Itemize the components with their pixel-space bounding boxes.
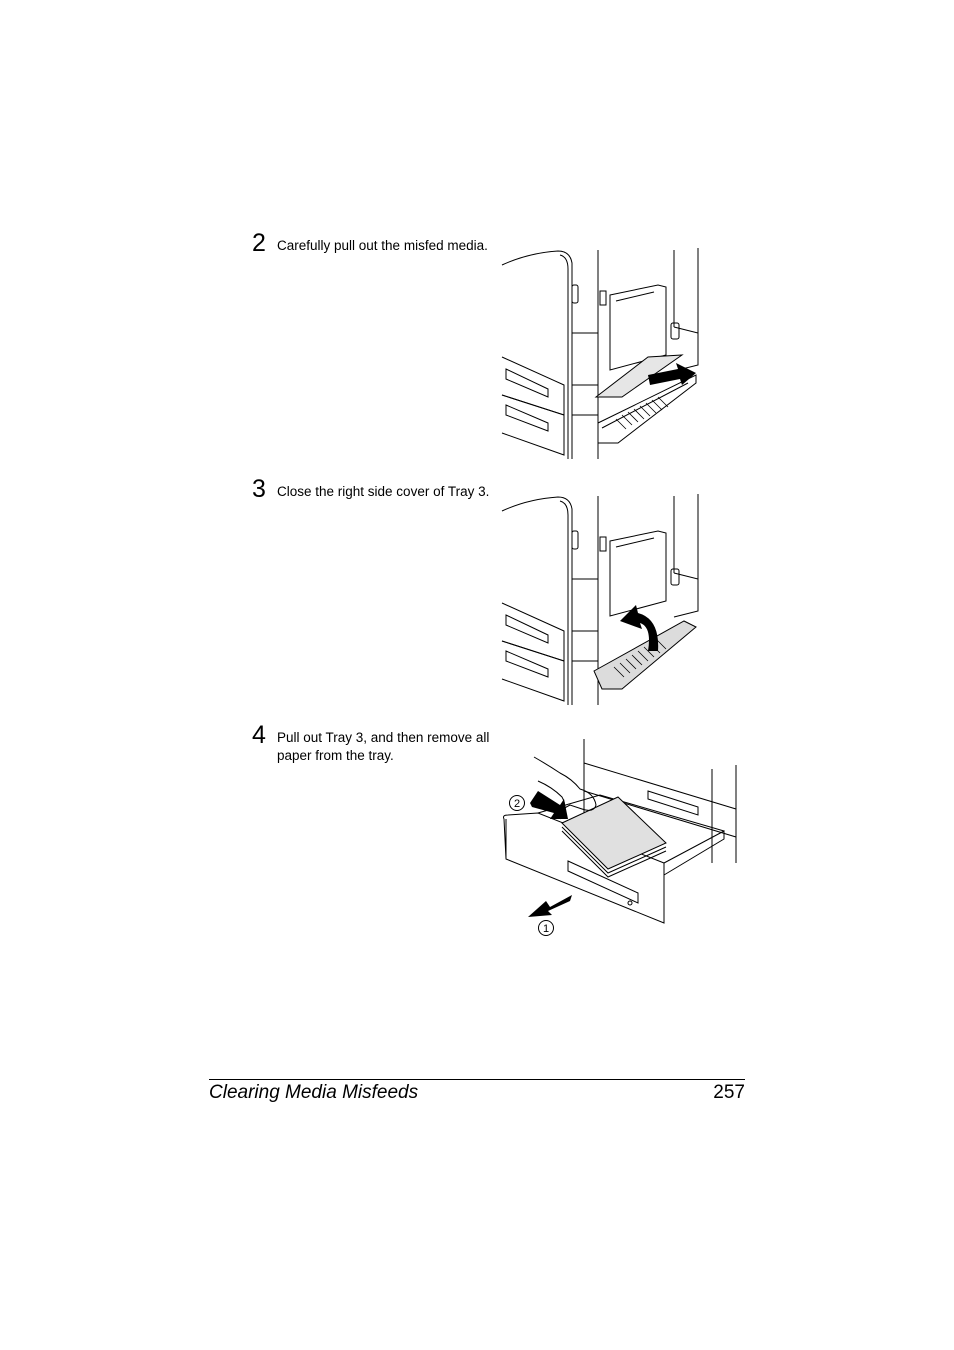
- step-instruction: Close the right side cover of Tray 3.: [277, 484, 490, 499]
- callout-circle: [509, 795, 525, 811]
- step-instruction: Carefully pull out the misfed media.: [277, 238, 488, 253]
- step-number: 2: [252, 229, 266, 257]
- figure-pull-out-tray: 2 1: [503, 739, 737, 936]
- step-number: 4: [252, 721, 266, 749]
- callout-circle: [538, 920, 554, 936]
- footer-section-title: Clearing Media Misfeeds: [209, 1082, 419, 1103]
- step-instruction: Pull out Tray 3, and then remove all pap…: [277, 730, 490, 763]
- footer-divider: [209, 1079, 745, 1080]
- figure-close-side-cover: [501, 494, 699, 705]
- callout-two: 2: [514, 798, 520, 810]
- figure-pull-misfed-media: [501, 248, 699, 459]
- footer-page-number: 257: [713, 1082, 745, 1103]
- callout-one: 1: [543, 923, 549, 935]
- step-number: 3: [252, 475, 266, 503]
